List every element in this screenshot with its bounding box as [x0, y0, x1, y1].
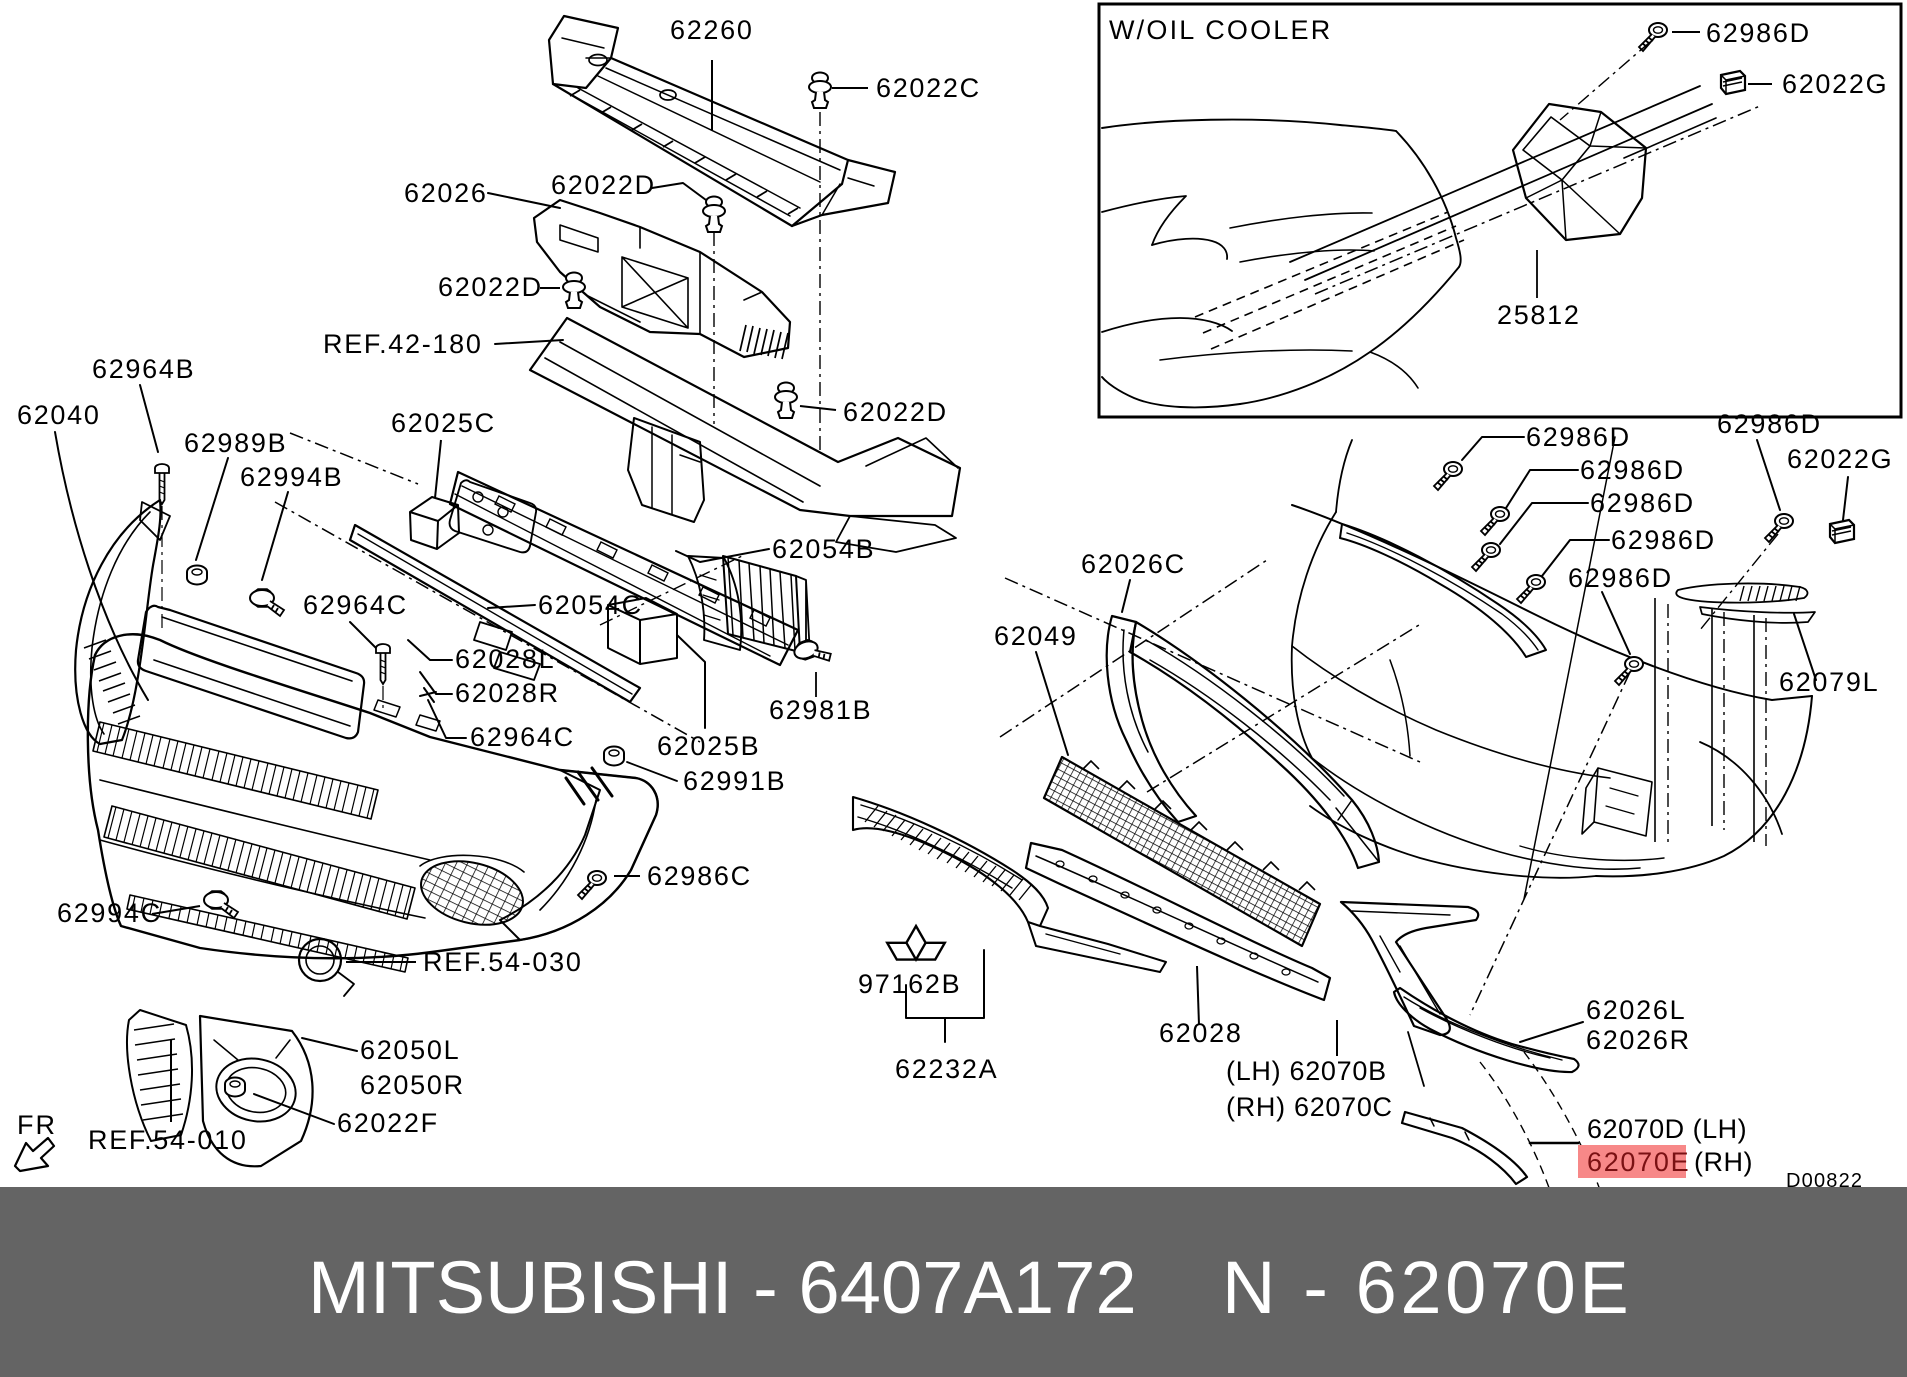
svg-text:62049: 62049 [994, 621, 1078, 651]
svg-text:62026: 62026 [404, 178, 488, 208]
svg-text:62981B: 62981B [769, 695, 872, 725]
svg-text:62022G: 62022G [1782, 69, 1888, 99]
svg-text:62964C: 62964C [303, 590, 408, 620]
svg-text:W/OIL COOLER: W/OIL COOLER [1109, 15, 1332, 45]
svg-text:62991B: 62991B [683, 766, 786, 796]
svg-text:62070D (LH): 62070D (LH) [1587, 1114, 1747, 1144]
svg-text:(RH) 62070C: (RH) 62070C [1226, 1092, 1393, 1122]
svg-text:(LH) 62070B: (LH) 62070B [1226, 1056, 1387, 1086]
svg-text:62079L: 62079L [1779, 667, 1879, 697]
svg-text:62054B: 62054B [772, 534, 875, 564]
svg-text:62232A: 62232A [895, 1054, 998, 1084]
svg-text:62986D: 62986D [1580, 455, 1685, 485]
svg-text:62986D: 62986D [1526, 422, 1631, 452]
svg-text:62026L: 62026L [1586, 995, 1686, 1025]
svg-text:62022C: 62022C [876, 73, 981, 103]
svg-text:62986D: 62986D [1611, 525, 1716, 555]
svg-text:62040: 62040 [17, 400, 101, 430]
svg-text:62994C: 62994C [57, 898, 162, 928]
svg-text:FR: FR [17, 1110, 57, 1140]
svg-text:REF.54-030: REF.54-030 [423, 947, 583, 977]
svg-text:62026C: 62026C [1081, 549, 1186, 579]
svg-text:62260: 62260 [670, 15, 754, 45]
svg-text:62028R: 62028R [455, 678, 560, 708]
svg-text:D00822: D00822 [1786, 1170, 1863, 1192]
svg-text:62025B: 62025B [657, 731, 760, 761]
svg-text:REF.54-010: REF.54-010 [88, 1125, 248, 1155]
svg-text:62022G: 62022G [1787, 444, 1893, 474]
svg-text:62964C: 62964C [470, 722, 575, 752]
svg-text:62028: 62028 [1159, 1018, 1243, 1048]
svg-text:REF.42-180: REF.42-180 [323, 329, 483, 359]
svg-text:62986D: 62986D [1717, 409, 1822, 439]
svg-text:62986D: 62986D [1568, 563, 1673, 593]
svg-text:MITSUBISHI - 6407A172: MITSUBISHI - 6407A172 [308, 1246, 1137, 1329]
svg-text:62022F: 62022F [337, 1108, 439, 1138]
svg-text:62070E: 62070E [1587, 1147, 1690, 1177]
svg-text:62026R: 62026R [1586, 1025, 1691, 1055]
svg-text:62025C: 62025C [391, 408, 496, 438]
svg-text:62986C: 62986C [647, 861, 752, 891]
svg-text:62022D: 62022D [843, 397, 948, 427]
svg-text:62050L: 62050L [360, 1035, 460, 1065]
svg-text:25812: 25812 [1497, 300, 1581, 330]
svg-text:N - 62070E: N - 62070E [1222, 1246, 1632, 1329]
svg-text:62022D: 62022D [551, 170, 656, 200]
svg-text:62964B: 62964B [92, 354, 195, 384]
svg-text:97162B: 97162B [858, 969, 961, 999]
svg-text:62986D: 62986D [1590, 488, 1695, 518]
svg-text:62994B: 62994B [240, 462, 343, 492]
svg-text:(RH): (RH) [1694, 1147, 1753, 1177]
svg-text:62050R: 62050R [360, 1070, 465, 1100]
svg-text:62054C: 62054C [538, 590, 643, 620]
svg-text:62986D: 62986D [1706, 18, 1811, 48]
svg-text:62028L: 62028L [455, 644, 555, 674]
svg-text:62989B: 62989B [184, 428, 287, 458]
svg-text:62022D: 62022D [438, 272, 543, 302]
